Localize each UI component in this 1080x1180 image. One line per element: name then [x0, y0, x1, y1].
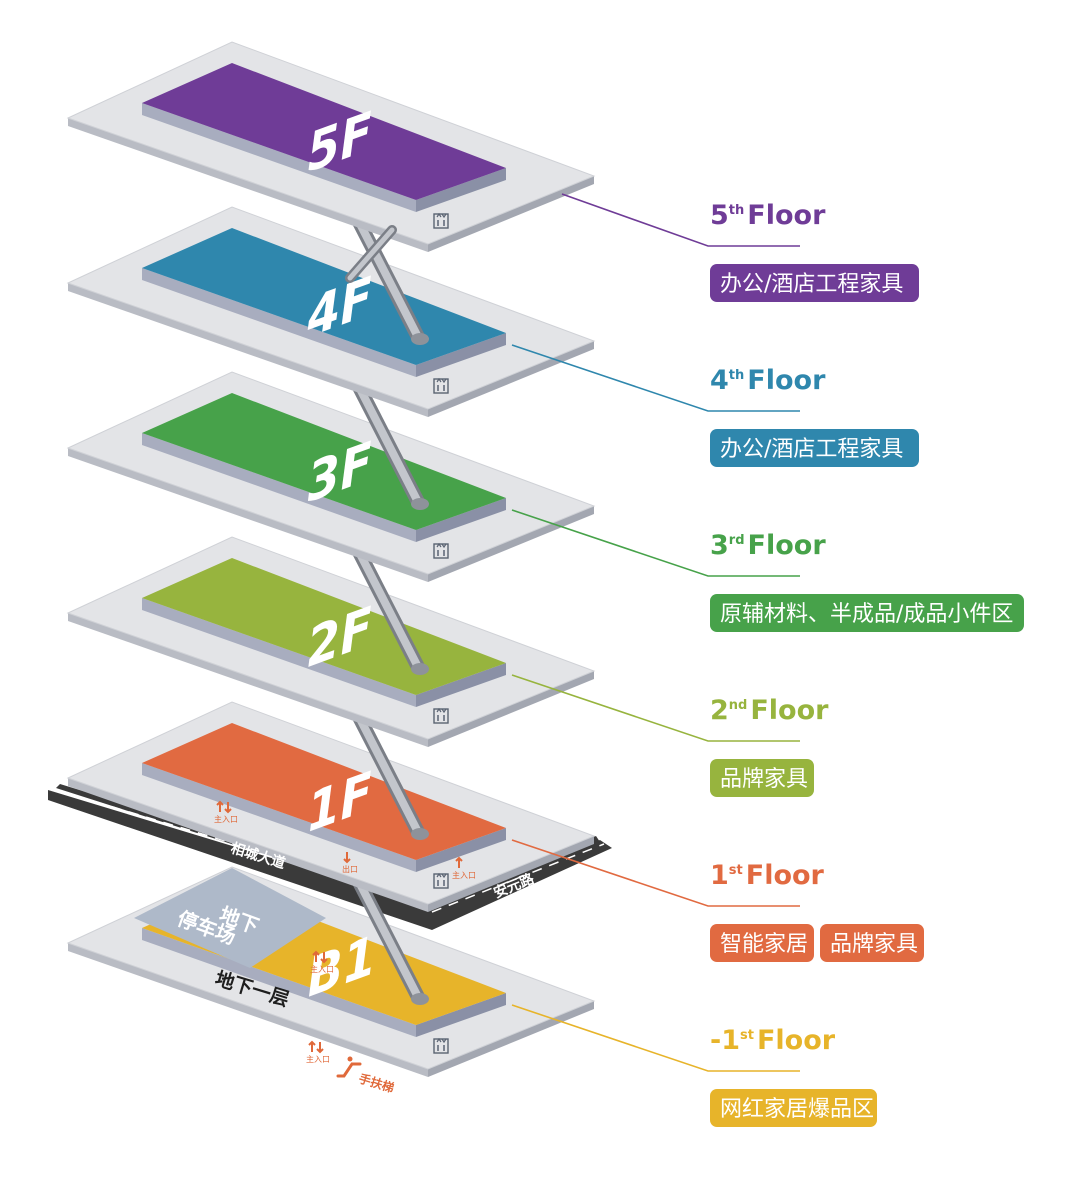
escalator-tube [345, 225, 397, 283]
entrance-arrow-icon: 主入口 [452, 856, 476, 880]
svg-text:网红家居爆品区: 网红家居爆品区 [720, 1097, 874, 1122]
elevator-icon [433, 1037, 449, 1054]
floor-1f: 1F [66, 665, 596, 912]
floor-2f: 2F [66, 500, 596, 747]
floor-tag-b1-0: 网红家居爆品区 [710, 1089, 877, 1127]
floor-tag-4f-0: 办公/酒店工程家具 [710, 429, 919, 467]
leader-line-2f [511, 674, 800, 742]
leader-line-4f [511, 344, 800, 412]
floor-tag-2f-0: 品牌家具 [710, 759, 814, 797]
leader-line-3f [511, 509, 800, 577]
svg-text:办公/酒店工程家具: 办公/酒店工程家具 [720, 272, 903, 297]
svg-text:办公/酒店工程家具: 办公/酒店工程家具 [720, 437, 903, 462]
escalator-label: 手扶梯 [357, 1071, 396, 1096]
floor-tag-1f-1: 品牌家具 [820, 924, 924, 962]
leader-line-5f [561, 193, 800, 247]
leader-line-b1 [511, 1004, 800, 1072]
svg-text:智能家居: 智能家居 [720, 932, 808, 957]
svg-text:主入口: 主入口 [310, 964, 334, 974]
svg-text:品牌家具: 品牌家具 [720, 767, 808, 792]
leader-line-1f [511, 839, 800, 907]
svg-text:主入口: 主入口 [452, 870, 476, 880]
road [48, 784, 612, 930]
elevator-icon [433, 377, 449, 394]
svg-text:主入口: 主入口 [214, 814, 238, 824]
exit-arrow-icon: 出口 [342, 852, 358, 874]
floor-tag-5f-0: 办公/酒店工程家具 [710, 264, 919, 302]
floor-tag-3f-0: 原辅材料、半成品/成品小件区 [710, 594, 1024, 632]
entrance-arrows-icon: 主入口 [310, 950, 334, 974]
elevator-icon [433, 542, 449, 559]
svg-text:主入口: 主入口 [306, 1054, 330, 1064]
floor-3f: 3F [66, 335, 596, 582]
svg-text:出口: 出口 [342, 864, 358, 874]
svg-text:原辅材料、半成品/成品小件区: 原辅材料、半成品/成品小件区 [720, 602, 1013, 627]
entrance-arrows-icon: 主入口 [306, 1040, 330, 1064]
elevator-icon [433, 707, 449, 724]
elevator-icon [433, 212, 449, 229]
elevator-icon [433, 872, 449, 889]
parking-area: 地下 停车场 [134, 868, 326, 968]
floor-tag-1f-0: 智能家居 [710, 924, 814, 962]
floor-4f: 4F [66, 170, 596, 417]
entrance-arrows-icon: 主入口 [214, 800, 238, 824]
floor-5f: 5F [66, 41, 596, 283]
svg-text:品牌家具: 品牌家具 [830, 932, 918, 957]
